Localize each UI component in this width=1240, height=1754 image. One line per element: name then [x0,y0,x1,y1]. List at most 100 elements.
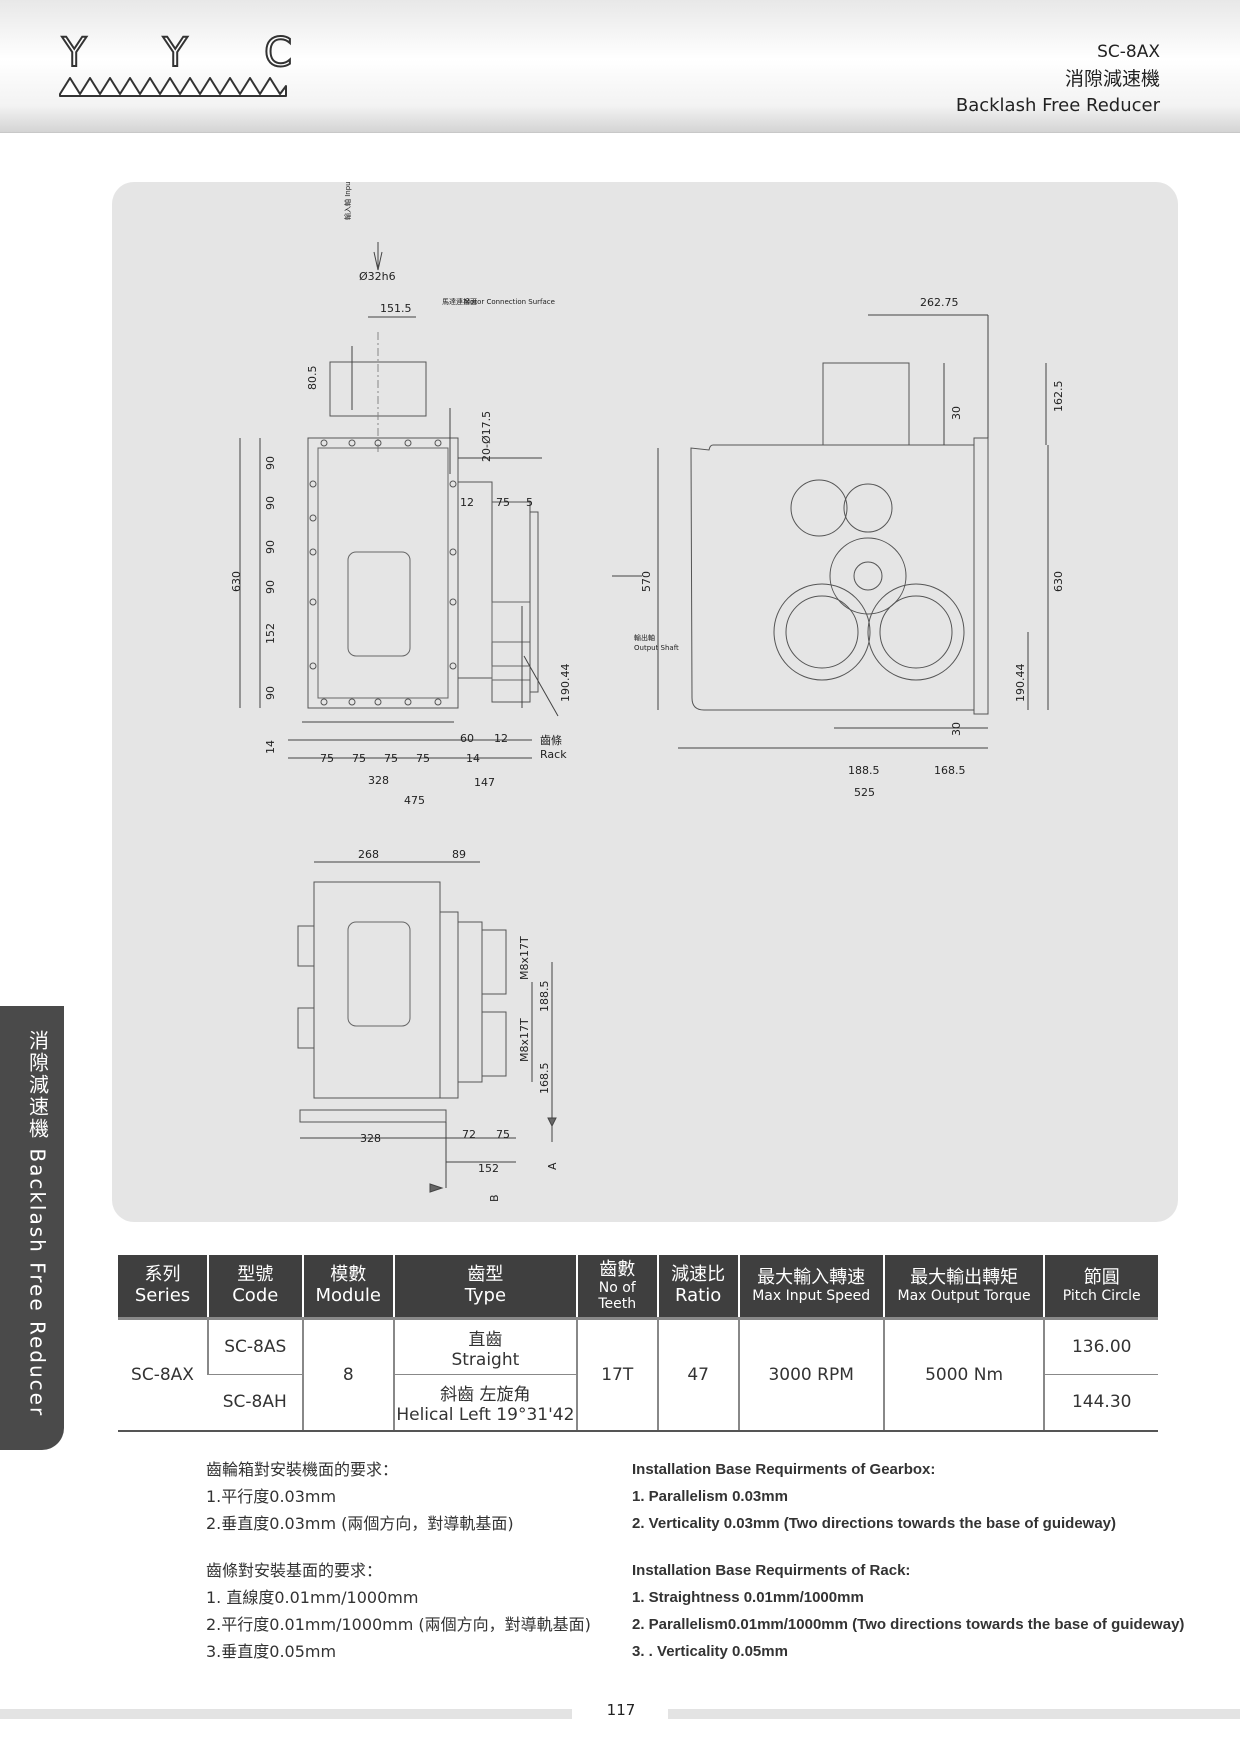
gearbox-req-item-cn: 1.平行度0.03mm [206,1487,337,1506]
side-tab-label: 消隙減速機 Backlash Free Reducer [25,1030,50,1418]
dim-left-6: 90 [264,686,277,700]
dim-570: 570 [640,571,653,592]
gearbox-req-title-cn: 齒輪箱對安裝機面的要求： [206,1460,399,1479]
dim-left-7: 14 [264,740,277,754]
dim-left-3: 90 [264,540,277,554]
output-shaft-label-en: Output Shaft [634,644,679,652]
dim-bottom-1: 75 [320,752,334,765]
cell-max-input-speed: 3000 RPM [737,1317,884,1432]
logo-letter-2: Y [162,29,188,77]
page-header: Y Y C SC-8AX 消隙減速機 Backlash Free Reducer [0,0,1240,133]
rack-label-en: Rack [540,748,567,761]
title-english: Backlash Free Reducer [955,95,1160,116]
dim-328: 328 [368,774,389,787]
dim-bottom-3: 75 [384,752,398,765]
dim-75: 75 [496,496,510,509]
cell-code: SC-8AH [207,1374,303,1432]
side-tab [0,1006,64,1450]
dim-630: 630 [230,571,243,592]
technical-drawing-panel: 輸入軸 Input Shaft Ø32h6 Ø32h6 [112,182,1178,1222]
dim-328-top: 328 [360,1132,381,1145]
dim-left-1: 90 [264,456,277,470]
motor-surface-label-cn: 馬達連接面 [442,297,477,306]
output-shaft-label-cn: 輸出軸 [634,633,655,642]
dim-left-2: 90 [264,496,277,510]
footer-bar-right [668,1709,1240,1719]
dim-80-5: 80.5 [306,366,319,391]
title-chinese: 消隙減速機 [1064,68,1160,90]
logo-letter-1: Y [61,29,87,77]
rack-req-item-en: 3. . Verticality 0.05mm [632,1643,788,1660]
top-view: 268 89 M8x17T M8x17T 188.5 168.5 328 72 … [297,848,559,1202]
dim-475: 475 [404,794,425,807]
logo-rack-wave-icon [59,77,287,97]
datum-a: A [546,1162,559,1170]
dim-input-shaft-dia: Ø32h6 [359,270,396,283]
dim-188-5-side: 188.5 [848,764,880,777]
dim-bottom-2: 75 [352,752,366,765]
dim-268: 268 [358,848,379,861]
dim-168-5-top: 168.5 [538,1063,551,1095]
cell-pitch-circle: 144.30 [1043,1374,1158,1432]
dim-525: 525 [854,786,875,799]
rack-req-title-en: Installation Base Requirments of Rack: [632,1562,911,1579]
input-shaft-label: 輸入軸 Input Shaft [343,182,352,220]
dim-152: 152 [478,1162,499,1175]
cell-series: SC-8AX [118,1317,208,1432]
rack-req-item-en: 2. Parallelism0.01mm/1000mm (Two directi… [632,1616,1185,1633]
dim-151-5: 151.5 [380,302,412,315]
cell-ratio: 47 [656,1317,739,1432]
cell-module: 8 [301,1317,394,1432]
dim-72: 72 [462,1128,476,1141]
cell-pitch-circle: 136.00 [1043,1317,1158,1375]
dim-168-5-side: 168.5 [934,764,966,777]
dim-5: 5 [526,496,533,509]
dim-12: 12 [460,496,474,509]
side-view: 262.75 162.5 30 570 630 190.44 30 188.5 … [640,296,1065,799]
cell-code: SC-8AS [206,1317,303,1375]
technical-drawing: 輸入軸 Input Shaft Ø32h6 Ø32h6 [230,182,1065,1202]
dim-14-bottom: 14 [466,752,480,765]
notes-english: Installation Base Requirments of Gearbox… [632,1456,1192,1665]
rack-label-cn: 齒條 [540,733,562,747]
gearbox-req-item-en: 2. Verticality 0.03mm (Two directions to… [632,1515,1117,1532]
rack-req-item-cn: 2.平行度0.01mm/1000mm (兩個方向，對導軌基面) [206,1615,591,1634]
gearbox-req-item-cn: 2.垂直度0.03mm (兩個方向，對導軌基面) [206,1514,514,1533]
rack-req-title-cn: 齒條對安裝基面的要求： [206,1561,383,1580]
logo-letter-3: C [263,29,293,77]
cell-teeth: 17T [575,1317,658,1432]
rack-req-item-en: 1. Straightness 0.01mm/1000mm [632,1589,864,1606]
dim-162-5: 162.5 [1052,381,1065,413]
gearbox-req-title-en: Installation Base Requirments of Gearbox… [632,1461,936,1478]
dim-147: 147 [474,776,495,789]
datum-b: B [488,1194,501,1202]
motor-surface-label-en: Motor Connection Surface [464,298,555,306]
dim-m8x17t-b: M8x17T [518,1018,531,1062]
dim-60: 60 [460,732,474,745]
dim-75-top: 75 [496,1128,510,1141]
dim-m8x17t-a: M8x17T [518,936,531,980]
dim-30-bottom: 30 [950,722,963,736]
notes-chinese: 齒輪箱對安裝機面的要求： 1.平行度0.03mm 2.垂直度0.03mm (兩個… [206,1456,606,1665]
dim-holes: 20-Ø17.5 [480,411,493,462]
page-number: 117 [606,1701,636,1719]
rack-req-item-cn: 3.垂直度0.05mm [206,1642,337,1661]
model-code: SC-8AX [1097,42,1160,62]
dim-left-5: 152 [264,623,277,644]
dim-262-75: 262.75 [920,296,959,309]
dim-190-44-side: 190.44 [1014,664,1027,703]
dim-190-44: 190.44 [559,664,572,703]
